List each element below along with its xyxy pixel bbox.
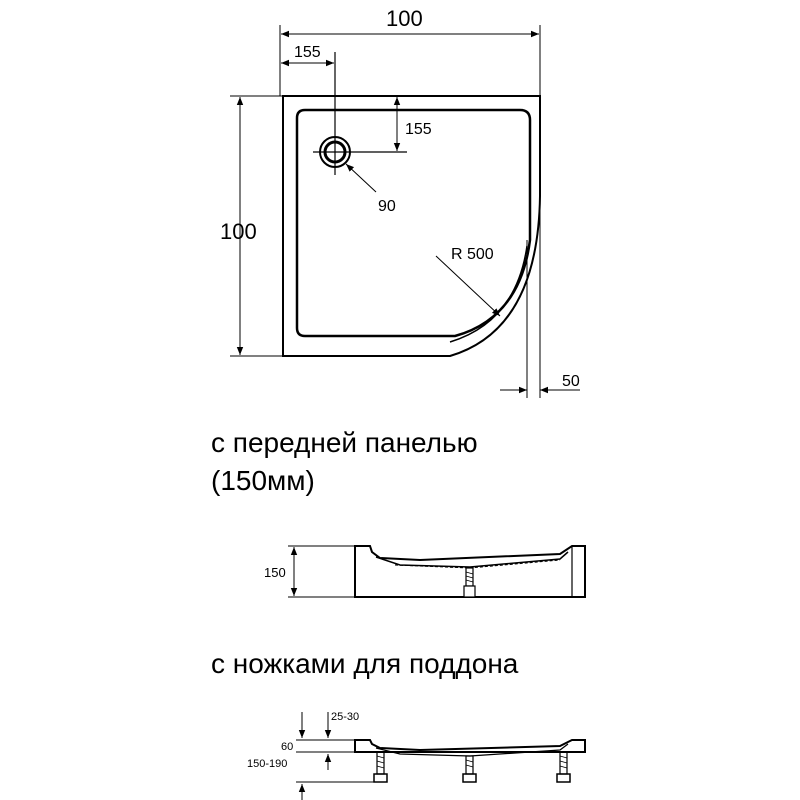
adjust-range-label: 25-30 [331, 711, 359, 723]
legs-side-view [296, 712, 586, 800]
top-view [230, 25, 580, 398]
drain-offset-x-label: 155 [294, 44, 321, 61]
front-panel-caption: с передней панелью (150мм) [211, 424, 478, 500]
front-panel-caption-line2: (150мм) [211, 465, 315, 496]
legs-tray-body [354, 739, 586, 753]
radius-label: R 500 [451, 246, 494, 263]
rim-label: 50 [562, 373, 580, 390]
leg-left [373, 751, 388, 783]
front-panel-side-view [288, 545, 586, 598]
with-legs-caption: с ножками для поддона [211, 648, 519, 679]
drain-diameter-label: 90 [378, 198, 396, 215]
tray-height-label: 60 [281, 741, 293, 753]
panel-height-label: 150 [264, 565, 286, 580]
panel-body [354, 545, 586, 598]
height-label: 100 [220, 219, 257, 244]
leg-middle [462, 755, 477, 783]
front-panel-caption-line1: с передней панелью [211, 427, 478, 458]
total-height-label: 150-190 [247, 758, 287, 770]
width-label: 100 [386, 6, 423, 31]
tray-inner-outline [295, 108, 532, 338]
leg-right [556, 751, 571, 783]
drain-offset-y-label: 155 [405, 121, 432, 138]
